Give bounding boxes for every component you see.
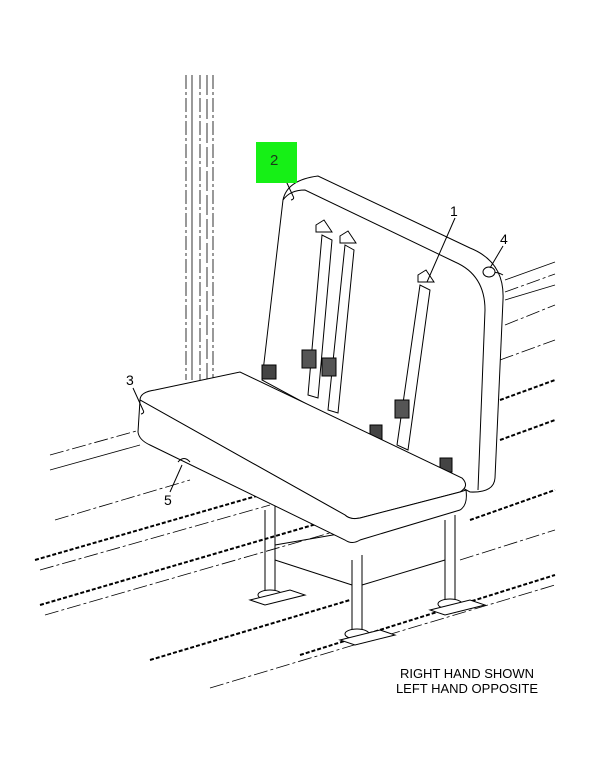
callout-2: 2 [270,152,279,169]
callout-1[interactable]: 1 [450,203,458,219]
note-line-1: RIGHT HAND SHOWN [399,666,535,681]
callout-5[interactable]: 5 [164,492,172,508]
seat-belts [261,219,453,473]
seat-legs [248,505,487,646]
callout-4[interactable]: 4 [500,231,508,247]
note-line-2: LEFT HAND OPPOSITE [395,681,539,696]
callout-2-highlight[interactable]: 2 [256,142,297,183]
seat-cushion [137,371,467,543]
callout-leaders [132,167,504,493]
wall-lines [185,75,214,380]
callout-3[interactable]: 3 [126,372,134,388]
orientation-note: RIGHT HAND SHOWN LEFT HAND OPPOSITE [382,666,552,696]
